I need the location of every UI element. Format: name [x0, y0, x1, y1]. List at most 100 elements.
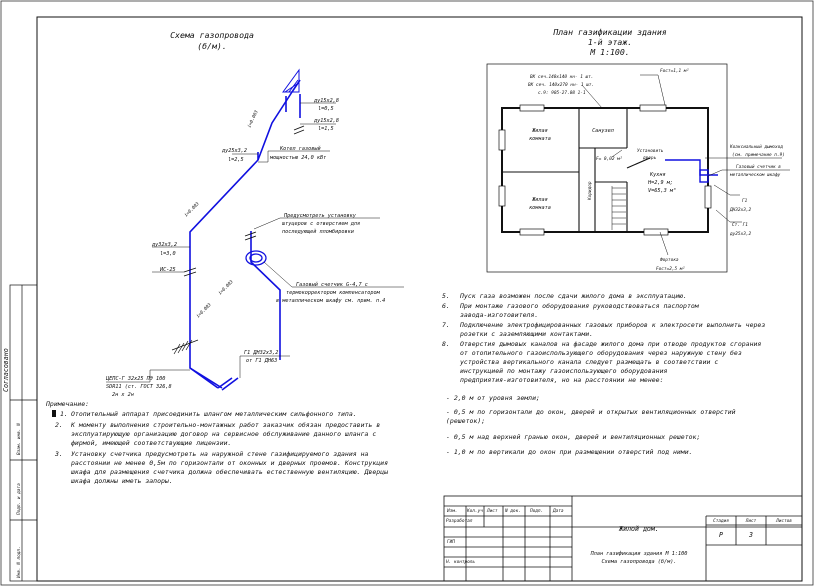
stamp-role-gip: ГИП — [447, 539, 455, 545]
valve-symbols — [183, 125, 305, 277]
stamp-role-control: Н. контроль — [445, 559, 475, 565]
note-8-l5: предприятия-изготовителя, но на расстоян… — [460, 376, 664, 384]
stamp-col-date: Дата — [552, 508, 564, 514]
plan-leaders — [581, 74, 790, 256]
plan-stairs — [611, 186, 626, 230]
stamp-project: Жилой дом. — [618, 525, 659, 533]
plan-g1-b: ДН32х3,2 — [729, 207, 752, 213]
pipe-d15-a: ду15х2,8 — [313, 98, 339, 104]
dist-2-l2: (решеток); — [446, 417, 485, 425]
notes-heading: Примечание: — [45, 400, 89, 408]
riser-label-1: Г1 ДН32х3,2 — [244, 350, 278, 356]
pipe-d32-len: l=3,0 — [160, 251, 176, 257]
side-agreed: Согласовано — [2, 348, 10, 392]
stamp-sheets-h: Листов — [775, 518, 792, 524]
note-8-l4: инструкцией по монтажу газоиспользующего… — [460, 367, 667, 375]
boiler-symbol — [282, 68, 300, 93]
kitchen-label-2: Н=2,9 м; — [647, 180, 673, 186]
room-living2-b: комната — [529, 205, 551, 211]
meter-label-2: термокорректором компенсатором — [286, 290, 381, 296]
room-living1-a: Жилая — [531, 128, 548, 134]
note-8-l1: Отверстия дымовых каналов на фасаде жило… — [460, 340, 761, 348]
side-sign-date: Подп. и дата — [16, 483, 22, 516]
pipe-d15-b-len: l=1,5 — [318, 126, 334, 132]
note-2-l1: К моменту выполнения строительно-монтажн… — [70, 421, 380, 429]
plan-windows — [498, 104, 712, 236]
stamp-sheet-h: Лист — [745, 518, 757, 524]
fitting-label-1: Предусмотреть установку — [283, 213, 357, 219]
riser-label-2: от Г1 ДН63 — [246, 358, 277, 364]
side-strip — [9, 284, 38, 582]
plan-title-2: 1-й этаж. — [588, 37, 632, 47]
slope-2: i=0.003 — [183, 201, 201, 219]
insert-label-3: 2н х 2н — [112, 392, 134, 398]
pipe-d15-a-len: l=0,5 — [318, 106, 334, 112]
note-3-l1: Установку счетчика предусмотреть на нару… — [71, 450, 368, 458]
plan-meter-label-2: металлическом шкафу — [729, 172, 781, 178]
dist-3: - 0,5 м над верхней гранью окон, дверей … — [446, 433, 700, 441]
chimney-label-2: (см. примечание п.9) — [732, 152, 785, 158]
pipe-d25: ду25х3,2 — [221, 148, 247, 154]
ground-hatch — [171, 339, 199, 355]
vent-window-label-1: Фортока — [660, 257, 679, 263]
plan-partitions — [502, 108, 651, 232]
room-living1-b: комната — [529, 136, 551, 142]
boiler-label-1: Котел газовый — [279, 146, 321, 152]
pipe-d32: ду32х3,2 — [151, 242, 177, 248]
note-2-l3: фирмой, имеющей соответствующие лицензии… — [71, 439, 231, 447]
side-inv-orig: Взам. инв. N — [16, 423, 22, 455]
note-5: Пуск газа возможен после сдачи жилого до… — [459, 292, 687, 300]
pipe-d25-len: l=2,5 — [228, 157, 244, 163]
scheme-leaders — [106, 102, 404, 383]
plan-gas-pipe — [665, 159, 718, 183]
kitchen-label-1: Кухня — [649, 172, 666, 178]
stamp-col-izm: Изм. — [446, 508, 458, 514]
window-area-top: Fост=1,1 м² — [660, 68, 689, 74]
note-7-num: 7. — [442, 321, 450, 329]
room-living2-a: Жилая — [531, 197, 548, 203]
dist-4: - 1,0 м по вертикали до окон при размеще… — [446, 448, 693, 456]
stamp-sheet: 3 — [748, 531, 753, 539]
plan-st-g1-a: Ст. Г1 — [732, 222, 748, 228]
stamp-stage: Р — [719, 531, 723, 539]
stamp-stage-h: Стадия — [713, 518, 729, 524]
vent-label-2: ВК сеч. 140х270 нн- 1 шт. — [528, 82, 594, 88]
plan-g1-a: Г1 — [742, 198, 748, 204]
vent-window-label-2: Fост=2,5 м² — [656, 266, 685, 272]
insert-label-1: ЦЕПС-Г 32х25 ПЭ 100 — [105, 376, 165, 382]
plan-frame — [486, 63, 728, 273]
door-label-1: Установить — [637, 148, 664, 154]
plan-meter-label-1: Газовый счетчик в — [736, 164, 781, 170]
note-3-l4: шкафа должны иметь запоры. — [71, 477, 173, 485]
stamp-drawing-1: План газификации здания М 1:100 — [590, 551, 688, 557]
stamp-col-doc: N док. — [504, 508, 521, 514]
note-8-num: 8. — [442, 340, 450, 348]
note-6-num: 6. — [442, 302, 450, 310]
insert-label-2: SDR11 (ст. ГОСТ 326,8 — [106, 384, 172, 390]
note-8-l2: от отопительного газоиспользующего обору… — [460, 349, 742, 357]
valve-label: ИС-25 — [159, 267, 176, 273]
note-2-l2: эксплуатирующую организацию договор на с… — [71, 430, 376, 438]
side-inv-sub: Инв. N подл. — [16, 546, 22, 579]
scheme-title-1: Схема газопровода — [170, 30, 254, 40]
scheme-title-2: (б/м). — [197, 41, 227, 51]
plan-walls — [501, 107, 709, 233]
plan-title-1: План газификации здания — [552, 27, 666, 37]
pipe-d15-b: ду15х2,8 — [313, 118, 339, 124]
grille-label: F= 0,02 м² — [596, 156, 623, 162]
meter-symbol — [245, 250, 267, 266]
meter-label-1: Газовый счетчик G-4,7 с — [296, 282, 368, 288]
note-7-l1: Подключение электрофицированных газовых … — [459, 321, 765, 329]
note-7-l2: розетки с заземляющими контактами. — [460, 330, 593, 338]
room-bath: Санузел — [592, 128, 614, 134]
note-1: Отопительный аппарат присоединить шланго… — [71, 410, 357, 418]
plan-title-3: М 1:100. — [589, 47, 629, 57]
dist-1: - 2,0 м от уровня земли; — [446, 394, 540, 402]
plan-st-g1-b: ду25х3,2 — [729, 231, 752, 237]
note-8-l3: устройства вертикального канала следует … — [459, 358, 718, 366]
stamp-col-sign: Подп. — [529, 508, 543, 514]
note-3-l2: расстоянии не менее 0,5м по горизонтали … — [71, 459, 388, 467]
